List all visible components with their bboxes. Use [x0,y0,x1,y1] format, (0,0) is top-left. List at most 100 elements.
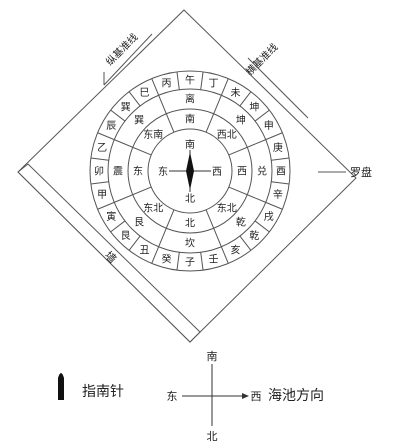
ring-circle [107,88,273,254]
compass-rings [89,70,291,272]
middle-divider [158,95,175,133]
outer-ring-label: 午 [185,74,195,87]
outer-ring-label: 丁 [209,79,219,90]
outer-ring-label: 丙 [161,79,171,90]
outer-divider [110,220,126,233]
legend-west-label: 西 [251,390,262,403]
middle-ring-label: 离 [185,93,195,106]
middle-ring-label: 坤 [236,114,246,127]
center-west-label: 西 [212,167,222,178]
inner-ring-label: 西 [237,167,247,178]
outer-ring-label: 巽 [121,101,131,113]
vertical-baseline-label: 纵基准线 [103,31,140,68]
middle-divider [205,209,222,247]
outer-divider [265,201,283,210]
legend-north-label: 北 [207,430,218,443]
inner-ring-label: 南 [185,113,195,126]
outer-ring-label: 酉 [276,167,286,178]
outer-divider [128,91,141,107]
ring-circle [89,70,291,272]
outer-ring-label: 寅 [106,210,116,223]
outer-ring-label: 乾 [249,229,259,242]
middle-ring-label: 震 [113,166,123,178]
middle-divider [205,95,222,133]
legend-east-label: 东 [167,390,178,403]
outer-ring-label: 癸 [161,252,171,265]
outer-divider [151,246,160,264]
middle-ring-label: 巽 [134,115,144,127]
outer-divider [254,220,270,233]
outer-ring-label: 亥 [231,243,241,256]
legend-south-label: 南 [207,350,218,363]
compass-label: 罗盘 [350,165,372,179]
outer-ring-label: 乙 [97,142,107,154]
outer-divider [200,71,204,90]
outer-ring-label: 艮 [121,230,131,242]
middle-divider [114,139,152,156]
center-needle-icon [186,152,194,190]
outer-ring-label: 丑 [140,245,150,256]
outer-divider [110,109,126,122]
inner-ring-label: 东北 [217,201,237,214]
legend-arrow-icon [242,393,249,399]
center-south-label: 南 [185,138,195,151]
outer-divider [220,78,229,96]
outer-divider [239,235,252,251]
middle-ring-label: 坎 [185,237,195,250]
outer-ring-label: 甲 [97,190,107,201]
ring-circle [147,128,233,214]
center-north-label: 北 [185,193,195,205]
horizontal-baseline-label: 横基准线 [243,41,280,78]
outer-divider [200,252,204,271]
pool-direction-label: 海池方向 [268,388,324,404]
outer-ring-label: 坤 [249,100,259,113]
middle-ring-label: 兑 [257,165,267,178]
outer-divider [220,246,229,264]
outer-divider [151,78,160,96]
inner-ring-label: 东 [133,165,143,178]
outer-ring-labels: 午丁未坤申庚酉辛戌乾亥壬子癸丑艮寅甲卯乙辰巽巳丙 [94,74,286,269]
inner-ring-label: 北 [185,218,195,230]
outer-ring-label: 辰 [106,120,116,132]
vertical-baseline-line [103,33,153,86]
needle-legend-label: 指南针 [82,384,124,400]
outer-ring-label: 庚 [273,141,283,154]
outer-ring-label: 申 [264,119,274,132]
outer-divider [97,201,115,210]
outer-divider [271,181,290,185]
middle-divider [228,139,266,156]
middle-divider [158,209,175,247]
ring-circle [127,108,253,234]
middle-ring-label: 乾 [236,216,246,229]
outer-divider [176,71,180,90]
outer-divider [271,157,290,161]
wall-band [17,163,201,343]
middle-ring-label: 艮 [134,217,144,229]
outer-divider [97,132,115,141]
inner-ring-label: 西北 [217,129,237,141]
outer-ring-label: 未 [231,87,241,99]
outer-ring-label: 壬 [209,253,219,265]
outer-ring-label: 巳 [140,87,150,99]
room-frame [17,9,357,343]
middle-divider [228,186,266,203]
outer-divider [90,181,109,185]
inner-ring-label: 东南 [143,128,163,141]
outer-ring-label: 戌 [264,210,274,223]
inner-ring-label: 东北 [143,201,163,214]
outer-divider [254,109,270,122]
outer-ring-label: 子 [185,257,195,269]
outer-divider [239,91,252,107]
outer-ring-label: 辛 [273,188,283,201]
outer-divider [90,157,109,161]
horizontal-baseline-line [247,57,309,119]
outer-ring-label: 卯 [94,166,104,178]
outer-divider [128,235,141,251]
needle-legend-icon [58,373,64,400]
outer-divider [265,132,283,141]
center-east-label: 东 [158,165,168,178]
